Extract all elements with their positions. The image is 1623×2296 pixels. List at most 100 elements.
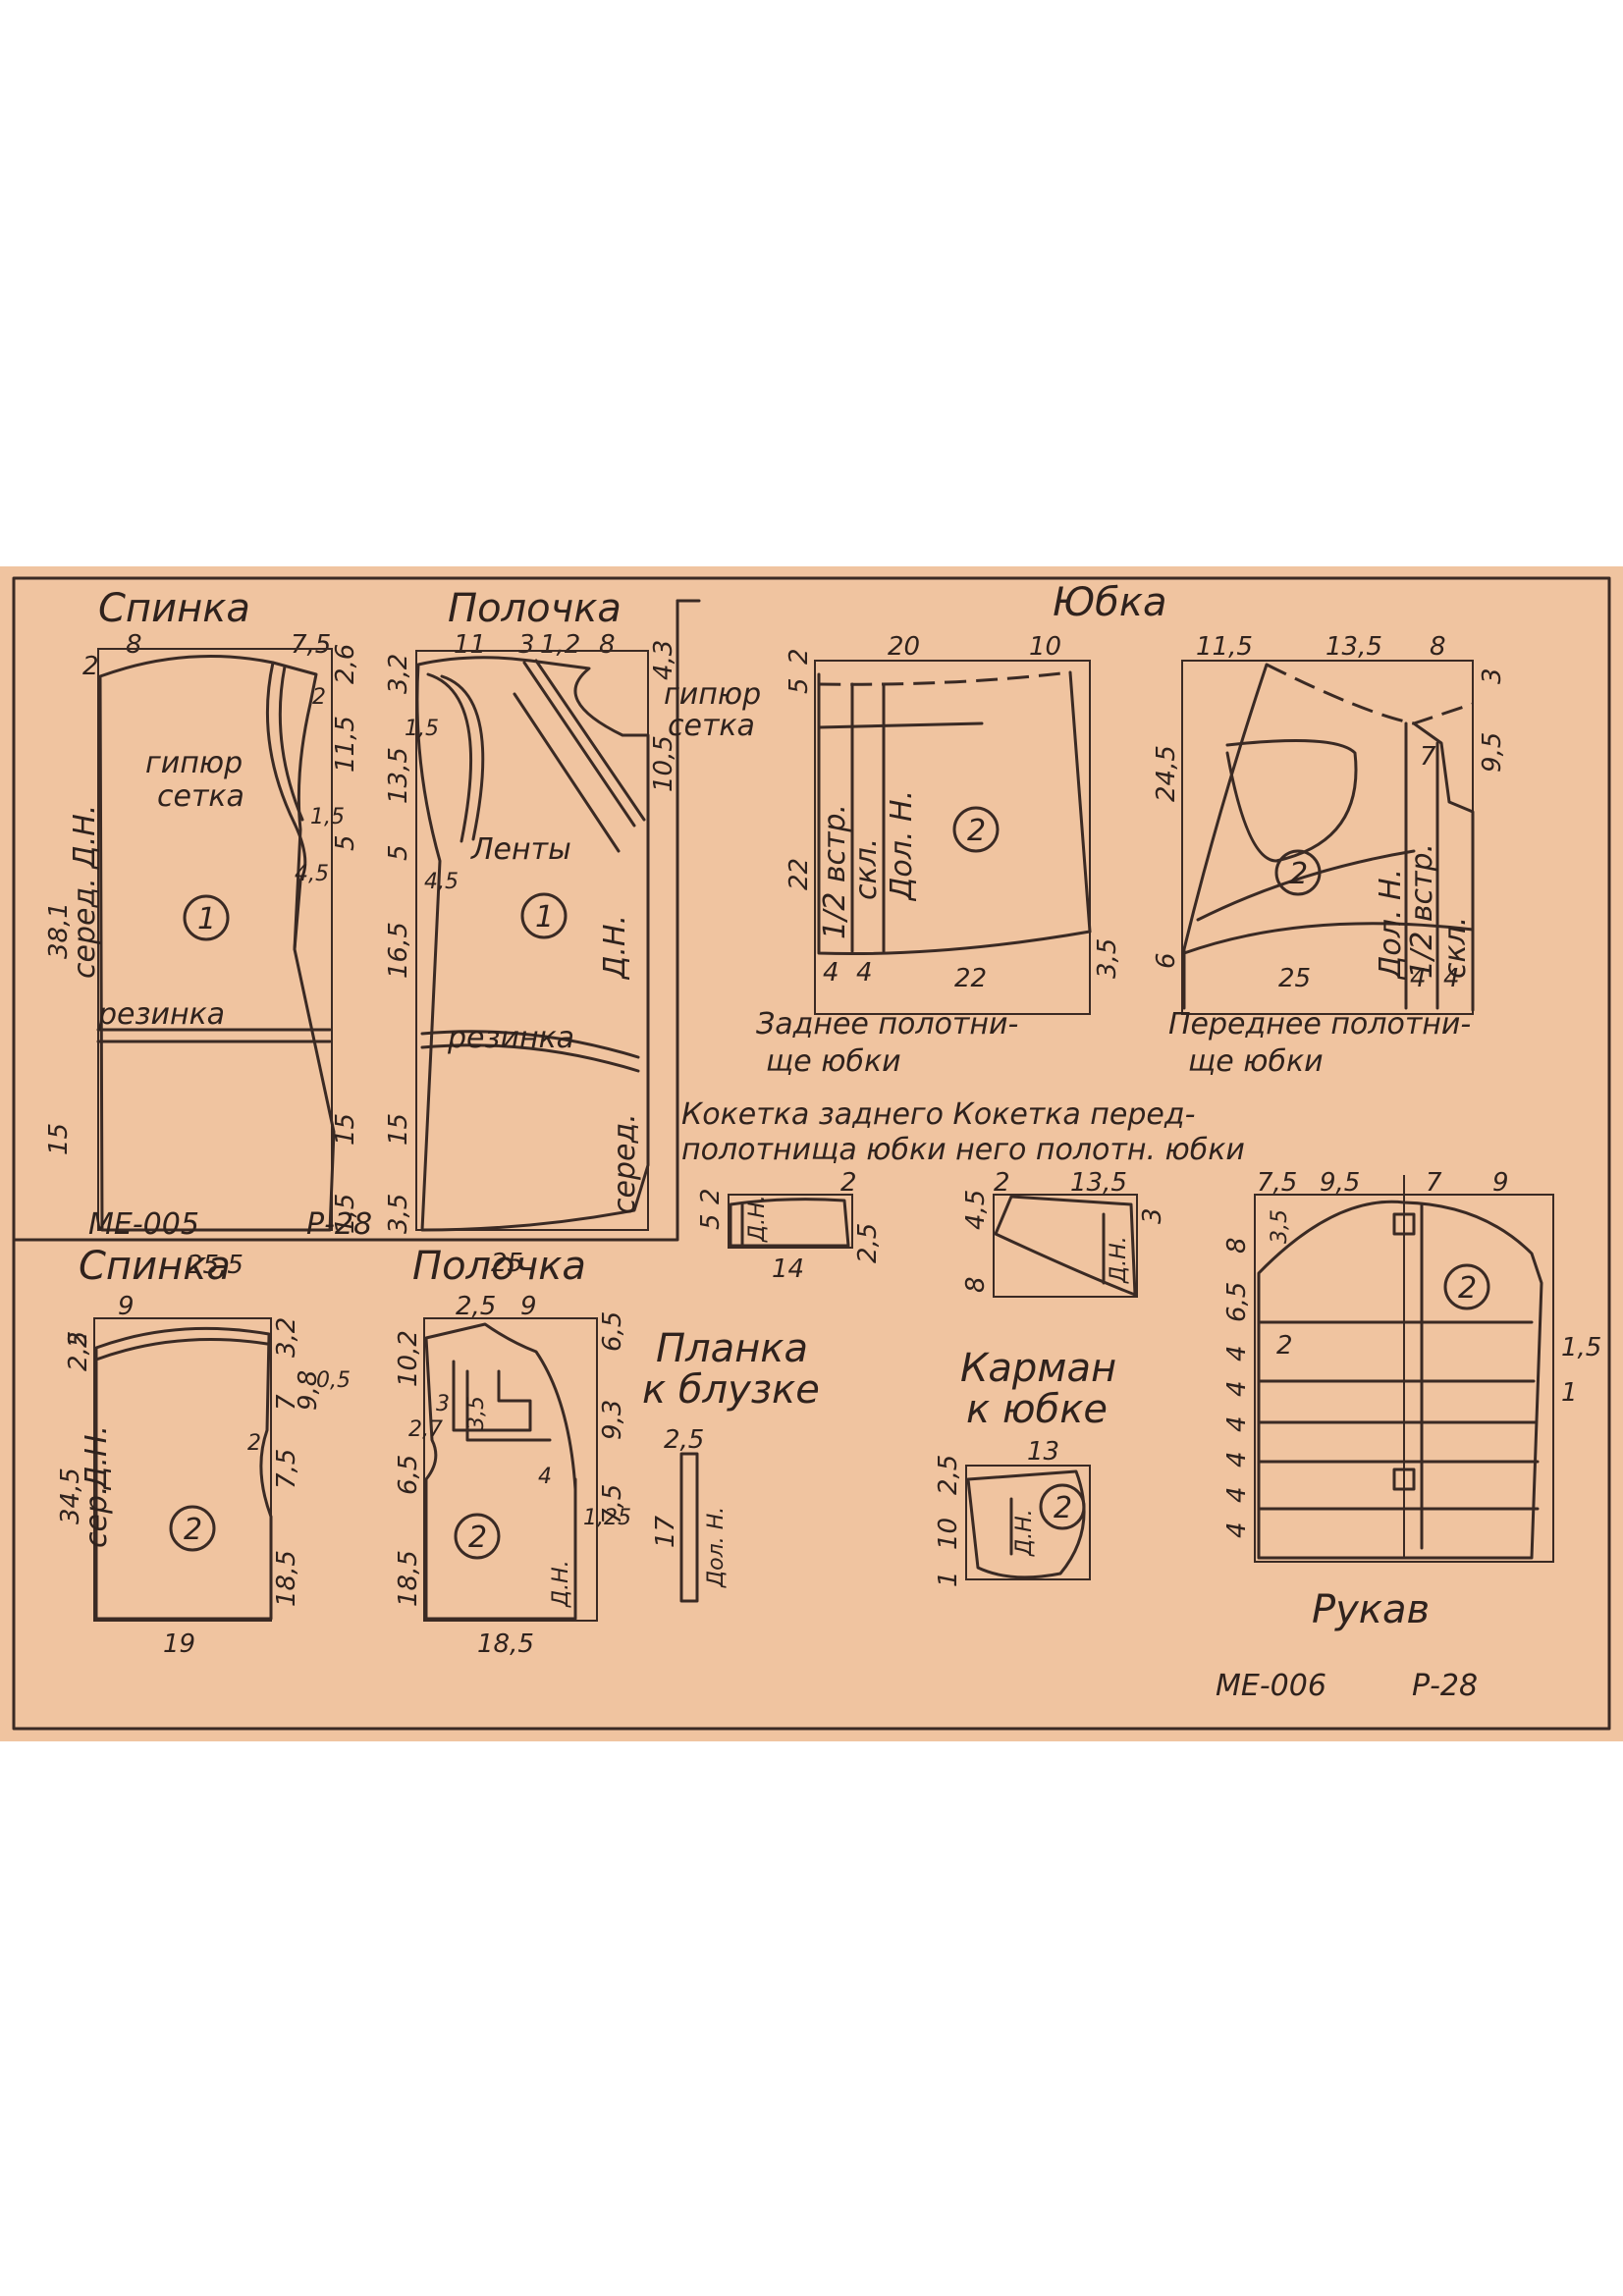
top-back-dim-bottom: 25,5 <box>187 1251 243 1280</box>
front-yoke-dim-left2: 8 <box>961 1276 991 1293</box>
pocket-title-1: Карман <box>960 1346 1116 1391</box>
sleeve-dim-top2: 9,5 <box>1320 1168 1360 1198</box>
top-back-piece-no: 1 <box>197 902 216 936</box>
bottom-back-outline <box>94 1326 273 1621</box>
skirt-back-piece-no: 2 <box>967 814 986 848</box>
top-back-dim-height: 38,1 <box>44 902 74 959</box>
top-back-dim-right-end: 1,5 <box>331 1194 360 1234</box>
sleeve-dim-left4: 4 <box>1222 1345 1252 1362</box>
skirt-back-piece-circle <box>952 806 1000 853</box>
skirt-front-panel: 11,5 13,5 8 Дол. Н. 1/2 встр. скл. 7 3 9… <box>1152 632 1507 1079</box>
top-back-dim-right-top: 2,6 <box>331 644 360 684</box>
skirt-back-waist <box>818 670 1071 686</box>
sleeve-dim-top4: 9 <box>1492 1168 1509 1198</box>
sleeve-piece-no: 2 <box>1458 1271 1477 1306</box>
back-yoke-piece: 2 Д.Н. 5 2 2,5 14 <box>696 1168 883 1284</box>
placket-dim-length: 17 <box>651 1515 680 1548</box>
sleeve-piece-circle <box>1443 1263 1490 1310</box>
back-yoke-dim-left1: 5 <box>696 1213 726 1230</box>
pocket-title-2: к юбке <box>966 1387 1108 1432</box>
top-back-dim-right-mid: 11,5 <box>331 716 360 773</box>
front-yoke-piece: 2 13,5 Д.Н. 4,5 8 3 <box>961 1168 1167 1298</box>
yokes-header-1: Кокетка заднего Кокетка перед- <box>681 1097 1195 1132</box>
bottom-front-dim-right1: 6,5 <box>598 1311 627 1352</box>
pocket-piece-no: 2 <box>1054 1491 1072 1525</box>
top-front-dim-top1: 11 <box>454 630 486 660</box>
pocket-dim-left1: 2,5 <box>934 1455 963 1495</box>
bottom-front-dim-left2: 3 <box>436 1392 450 1416</box>
sleeve-dim-left6: 4 <box>1222 1415 1252 1432</box>
bottom-back-dim-right1: 3,2 <box>272 1317 301 1358</box>
outer-frame <box>12 576 1611 1731</box>
skirt-front-dim-left-bot: 6 <box>1152 952 1181 969</box>
top-front-dim-left-top: 3,2 <box>384 654 413 694</box>
skirt-front-dim-top3: 8 <box>1430 632 1446 662</box>
bottom-back-dim-right6: 18,5 <box>272 1550 301 1607</box>
skirt-front-dim-bottom: 25 <box>1278 964 1311 993</box>
top-back-center: серед. Д.Н. <box>68 805 102 979</box>
bottom-back-dim-left2: 2 <box>64 1331 93 1348</box>
top-front-dim-left-8: 3,5 <box>384 1194 413 1234</box>
bottom-front-dim-right2: 9,3 <box>598 1400 627 1440</box>
top-front-mesh: сетка <box>668 709 755 743</box>
top-front-dim-left-3: 13,5 <box>384 747 413 804</box>
top-sheet-size: Р-28 <box>306 1207 372 1242</box>
top-front-grain: Д.Н. <box>598 915 632 981</box>
top-sheet-code: МЕ-005 <box>88 1207 199 1242</box>
sleeve-dim-top3: 7 <box>1426 1168 1442 1198</box>
sleeve-dim-left5: 4 <box>1222 1380 1252 1397</box>
bottom-front-piece-circle <box>454 1513 501 1560</box>
top-front-piece-circle <box>520 892 568 939</box>
skirt-back-dim-left-top1: 5 <box>784 677 814 694</box>
pocket-grain: Д.Н. <box>1012 1509 1037 1557</box>
bottom-back-dim-inner: 2 <box>247 1431 261 1456</box>
front-yoke-grain: Д.Н. <box>1107 1236 1131 1284</box>
skirt-back-yoke <box>817 721 984 729</box>
skirt-front-dim-bot1: 4 <box>1410 964 1427 993</box>
skirt-front-pocket-line <box>1225 739 1358 863</box>
top-front-dim-left-4: 5 <box>384 844 413 861</box>
sleeve-dim-left3: 6,5 <box>1222 1282 1252 1322</box>
bottom-front-dim-top2: 9 <box>520 1292 537 1321</box>
pocket-piece: Карман к юбке 13 Д.Н. 2,5 10 1 2 <box>934 1346 1116 1587</box>
top-back-dim-inner-4: 4,5 <box>295 862 329 886</box>
placket-piece: Планка к блузке 2,5 17 Дол. Н. <box>642 1326 820 1603</box>
skirt-front-half-contact: 1/2 встр. <box>1405 843 1439 979</box>
pocket-piece-circle <box>1039 1483 1086 1530</box>
bottom-back-dim-bottom: 19 <box>163 1629 195 1659</box>
top-front-ribbon-2 <box>534 659 646 822</box>
skirt-front-name-2: ще юбки <box>1188 1044 1324 1079</box>
skirt-front-piece-circle <box>1274 849 1322 896</box>
pocket-dim-left2: 10 <box>934 1518 963 1550</box>
bottom-sheet-code: МЕ-006 <box>1216 1669 1326 1703</box>
top-back-piece-circle <box>183 894 230 941</box>
sleeve-dim-left7: 4 <box>1222 1451 1252 1468</box>
pocket-frame <box>965 1465 1091 1580</box>
front-yoke-dim-right: 3 <box>1138 1207 1167 1224</box>
top-back-dim-inner-mid: 1,5 <box>310 805 345 829</box>
bottom-back-neck <box>94 1338 269 1362</box>
bottom-back-dim-right3: 9,8 <box>294 1370 323 1411</box>
top-front-elastic: резинка <box>447 1021 574 1055</box>
bottom-back-dim-top: 9 <box>118 1292 135 1321</box>
skirt-front-dim-left: 24,5 <box>1152 745 1181 802</box>
front-yoke-frame <box>993 1194 1138 1298</box>
bottom-front-dim-top1: 2,5 <box>456 1292 496 1321</box>
skirt-front-yoke <box>1196 849 1416 922</box>
bottom-back-dim-left1: 2,5 <box>64 1331 93 1371</box>
top-back-lace-2 <box>278 665 304 822</box>
top-front-center: серед. <box>608 1113 642 1214</box>
bottom-back-dim-right2: 7 <box>272 1394 301 1411</box>
skirt-front-dim-right-mid: 9,5 <box>1478 732 1507 773</box>
bottom-back-dim-right4: 0,5 <box>316 1368 351 1393</box>
bottom-front-dim-left3: 2,7 <box>408 1417 443 1442</box>
bottom-back-grain: Д.Н. <box>80 1425 114 1491</box>
top-front-dim-left-2: 1,5 <box>405 717 439 741</box>
bottom-sheet-size: Р-28 <box>1412 1669 1478 1703</box>
top-front-ribbon-3 <box>513 692 621 853</box>
skirt-back-frame <box>814 660 1091 1015</box>
skirt-front-dim-right-top: 3 <box>1478 667 1507 684</box>
front-yoke-dim-top1: 2 <box>994 1168 1010 1198</box>
skirt-front-side <box>1182 663 1269 1010</box>
top-front-dim-top4: 8 <box>599 630 616 660</box>
